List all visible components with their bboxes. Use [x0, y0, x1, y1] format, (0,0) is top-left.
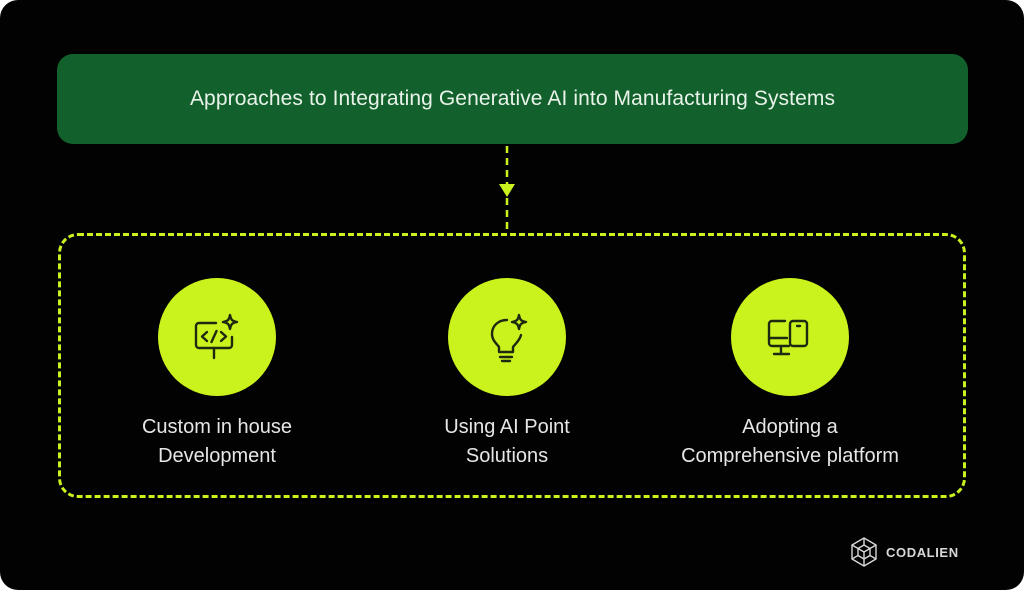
approach-label-line-1: Using AI Point: [444, 416, 570, 438]
approach-icon-circle: [731, 278, 849, 396]
brand-name: CODALIEN: [886, 544, 959, 560]
lightbulb-sparkle-icon: [490, 313, 528, 363]
approach-item-custom-development: Custom in house Development: [87, 278, 347, 471]
approach-label-line-2: Solutions: [465, 445, 549, 467]
approach-label-line-1: Adopting a: [742, 416, 838, 438]
approach-label-line-1: Custom in house: [141, 416, 293, 438]
approach-icon-circle: [448, 278, 566, 396]
approach-item-comprehensive-platform: Adopting a Comprehensive platform: [660, 278, 920, 471]
approach-label-line-2: Comprehensive platform: [681, 445, 899, 467]
approach-label: Using AI Point Solutions: [444, 413, 570, 471]
code-board-sparkle-icon: [194, 313, 239, 360]
approach-label: Custom in house Development: [142, 413, 292, 471]
approach-label-line-2: Development: [158, 445, 276, 467]
monitor-tablet-icon: [767, 319, 809, 356]
diagram-title: Approaches to Integrating Generative AI …: [189, 87, 836, 110]
title-box: Approaches to Integrating Generative AI …: [57, 54, 968, 144]
approach-icon-circle: [158, 278, 276, 396]
hexagon-cube-logo-icon: [851, 537, 877, 567]
approaches-group-frame: [58, 233, 966, 498]
approach-label: Adopting a Comprehensive platform: [681, 413, 899, 471]
brand-logo: CODALIEN: [850, 537, 959, 567]
approach-item-point-solutions: Using AI Point Solutions: [377, 278, 637, 471]
